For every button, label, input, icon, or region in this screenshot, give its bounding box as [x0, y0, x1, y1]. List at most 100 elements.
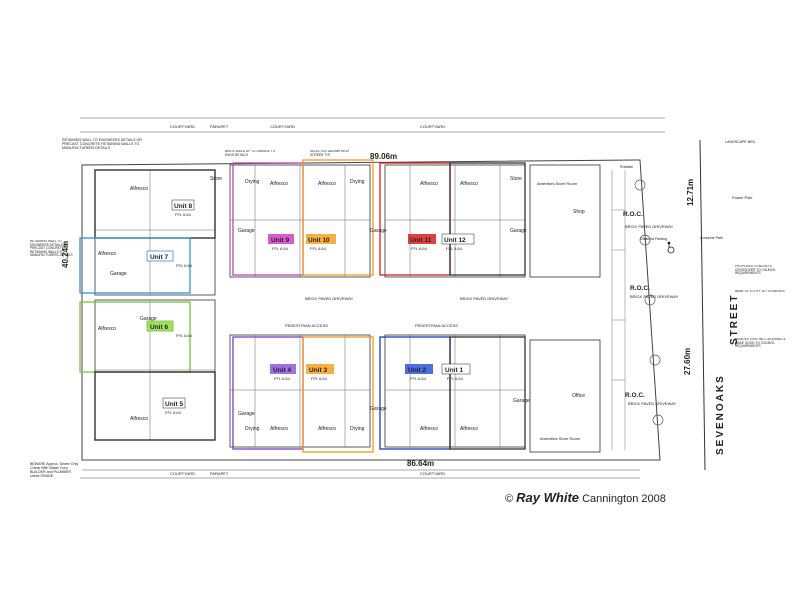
alfresco-label: Alfresco [98, 251, 116, 257]
pedestrian-access-label: PEDESTRIAN ACCESS [415, 323, 458, 328]
alfresco-label: Alfresco [270, 426, 288, 432]
unit-boundary-11 [379, 162, 451, 276]
roc-label: R.O.C. [630, 285, 650, 292]
driveway-label: BRICK PAVED DRIVEWAY [305, 296, 354, 301]
dimension-lines [80, 117, 665, 479]
parapet-label: PARAPET [210, 124, 229, 129]
interior-walls [95, 165, 525, 447]
parapet-label: PARAPET [210, 471, 229, 476]
note-landscape: LANDSCAPE BED [725, 140, 756, 144]
landscape-trees [634, 179, 664, 426]
alfresco-label: Alfresco [420, 181, 438, 187]
unit-2-label: Unit 2 [408, 367, 426, 374]
street-boundary [699, 139, 706, 471]
drying-label: Drying [245, 179, 260, 185]
site-notes: RETAINING WALL TO ENGINEERS DETAILS OR P… [30, 138, 786, 478]
driveway-label: BRICK PAVED DRIVEWAY [625, 224, 674, 229]
note-concrete-path: Concrete Path [700, 236, 723, 240]
unit-boundary-12 [449, 162, 526, 276]
garage-label: Garage [238, 411, 255, 417]
amenities-label: Amenities Store Room [540, 436, 581, 441]
garage-label: Garage [370, 228, 387, 234]
unit-7-ffl: FFL 6.64 [176, 263, 193, 268]
unit-1-label: Unit 1 [445, 367, 463, 374]
unit-boundary-6 [79, 301, 191, 373]
alfresco-label: Alfresco [460, 181, 478, 187]
unit-5-ffl: FFL 6.64 [165, 410, 182, 415]
unit-boundary-3 [302, 336, 374, 453]
unit-2-ffl: FFL 6.64 [410, 376, 427, 381]
unit-11-label: Unit 11 [410, 237, 432, 244]
courtyard-label: COURTYARD [170, 471, 195, 476]
garage-label: Garage [140, 316, 157, 322]
site-boundary [81, 159, 661, 461]
roc-label: R.O.C. [625, 392, 645, 399]
roc-label: R.O.C. [623, 211, 643, 218]
note-retaining-left: RETAINING WALL TO ENGINEERS DETAILS OR P… [30, 240, 73, 258]
driveway-label: BRICK PAVED DRIVEWAY [628, 401, 677, 406]
drying-label: Drying [245, 426, 260, 432]
note-rubbish: Rubbish [620, 165, 634, 169]
alfresco-label: Alfresco [130, 416, 148, 422]
driveway-label: BRICK PAVED DRIVEWAY [630, 294, 679, 299]
unit-labels: Unit 8 Unit 7 Unit 6 Unit 5 Unit 9 Unit … [146, 199, 475, 409]
alfresco-label: Alfresco [460, 426, 478, 432]
store-label: Store [510, 176, 522, 182]
unit-4-ffl: FFL 6.64 [274, 376, 291, 381]
alfresco-label: Alfresco [130, 186, 148, 192]
unit-1-ffl: FFL 6.64 [447, 376, 464, 381]
courtyard-label: COURTYARD [170, 124, 195, 129]
unit-12-ffl: FFL 6.64 [446, 246, 463, 251]
alfresco-label: Alfresco [98, 326, 116, 332]
unit-8-label: Unit 8 [174, 203, 192, 210]
left-dimension: 40.24m [61, 241, 70, 268]
driveway-label: BRICK PAVED DRIVEWAY [460, 296, 509, 301]
unit-10-ffl: FFL 6.64 [310, 246, 327, 251]
unit-10-label: Unit 10 [308, 237, 330, 244]
brand-location: Cannington 2008 [582, 493, 666, 505]
garage-label: Garage [238, 228, 255, 234]
unit-9-label: Unit 9 [271, 237, 289, 244]
garage-label: Garage [513, 398, 530, 404]
note-remove-crossing: REMOVE EXISTING CROSSING & MAKE GOOD TO … [735, 338, 786, 349]
garage-label: Garage [110, 271, 127, 277]
room-labels: Garage Garage Garage Garage Garage Garag… [98, 124, 679, 476]
alfresco-label: Alfresco [318, 181, 336, 187]
unit-3-ffl: FFL 6.64 [311, 376, 328, 381]
top-dimension: 89.06m [370, 152, 397, 161]
unit-7-label: Unit 7 [150, 254, 168, 261]
note-beware: BEWARE Approx. Sewer Only Check With Wat… [30, 462, 79, 478]
note-proposed-crossover: PROPOSED CONCRETE CROSSOVER TO COUNCIL R… [735, 265, 776, 276]
parking-bays [611, 170, 626, 450]
unit-12-label: Unit 12 [444, 237, 466, 244]
unit-boundary-4 [232, 336, 304, 450]
unit-9-ffl: FFL 6.64 [272, 246, 289, 251]
unit-boundary-2 [379, 336, 451, 450]
ffl-labels: FFL 6.64 FFL 6.64 FFL 6.64 FFL 6.64 FFL … [165, 212, 464, 415]
unit-6-ffl: FFL 6.64 [176, 333, 193, 338]
unit-boundaries [79, 159, 526, 453]
shop-label: Shop [573, 209, 585, 215]
street-suffix: STREET [729, 294, 740, 345]
courtyard-label: COURTYARD [270, 124, 295, 129]
garage-label: Garage [510, 228, 527, 234]
pedestrian-access-label: PEDESTRIAN ACCESS [285, 323, 328, 328]
note-power-pole: Power Pole [732, 196, 753, 200]
amenities-label: Amenities Store Room [537, 181, 578, 186]
courtyard-label: COURTYARD [420, 471, 445, 476]
wheelchair-icon [667, 241, 675, 254]
unit-4-label: Unit 4 [273, 367, 291, 374]
alfresco-label: Alfresco [318, 426, 336, 432]
bottom-dimension: 86.64m [407, 459, 434, 468]
building-outlines [94, 164, 601, 453]
right-upper-dimension: 12.71m [686, 179, 695, 206]
unit-boundary-8 [94, 169, 216, 239]
alfresco-label: Alfresco [270, 181, 288, 187]
copyright-credit: © Ray White Cannington 2008 [505, 490, 666, 505]
office-label: Office [572, 393, 585, 399]
unit-5-label: Unit 5 [165, 401, 183, 408]
unit-3-label: Unit 3 [309, 367, 327, 374]
unit-boundary-7 [79, 237, 191, 294]
street-name: SEVENOAKS [715, 374, 726, 455]
